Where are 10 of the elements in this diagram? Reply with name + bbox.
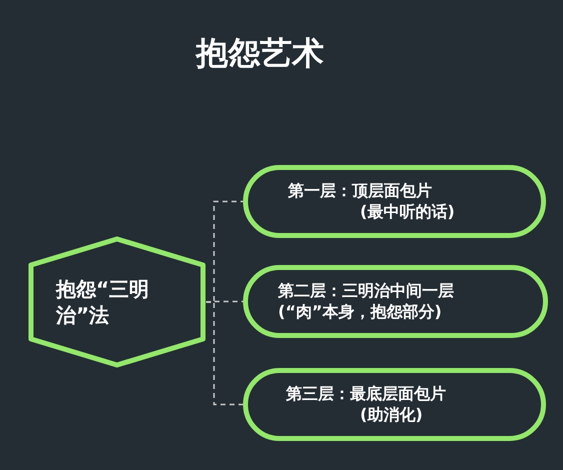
title: 抱怨艺术 — [194, 33, 325, 74]
hexagon-box — [28, 236, 206, 368]
node-subtext: (助消化) — [360, 404, 424, 426]
node-subtext: (“肉”本身，抱怨部分) — [278, 302, 443, 322]
node-subtext: (最中听的话) — [360, 202, 456, 222]
node-heading: 第二层：三明治中间一层 — [278, 280, 455, 302]
connector-line — [206, 301, 243, 406]
node-heading: 第一层：顶层面包片 — [288, 180, 433, 202]
node-heading: 第三层：最底层面包片 — [286, 384, 447, 404]
node-heading: 抱怨“三明治”法 — [56, 276, 150, 328]
